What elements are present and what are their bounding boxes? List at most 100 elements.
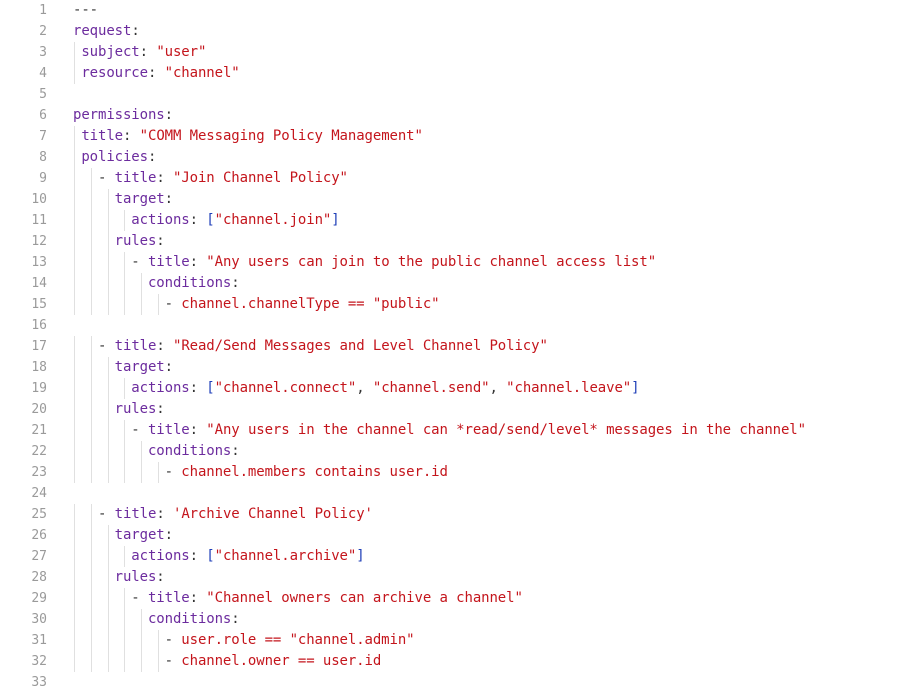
code-text: - title: "Any users can join to the publ… (73, 252, 656, 273)
line-number: 3 (39, 45, 47, 60)
code-line[interactable]: 30 conditions: (0, 609, 910, 630)
code-line[interactable]: 19 actions: ["channel.connect", "channel… (0, 378, 910, 399)
indent-guide (74, 588, 75, 609)
code-token: ] (331, 212, 340, 228)
code-line[interactable]: 22 conditions: (0, 441, 910, 462)
code-text: - title: 'Archive Channel Policy' (73, 504, 373, 525)
code-token: title (73, 128, 123, 144)
code-text: resource: "channel" (73, 63, 239, 84)
line-number: 10 (31, 192, 47, 207)
code-token: "user" (156, 44, 207, 60)
code-token: : (156, 569, 165, 585)
line-number: 8 (39, 150, 47, 165)
code-token: : (189, 254, 207, 270)
code-line[interactable]: 10 target: (0, 189, 910, 210)
code-line[interactable]: 18 target: (0, 357, 910, 378)
code-token: : (231, 611, 240, 627)
indent-guide (141, 630, 143, 651)
code-line[interactable]: 28 rules: (0, 567, 910, 588)
code-token: : (164, 191, 173, 207)
code-line[interactable]: 15 - channel.channelType == "public" (0, 294, 910, 315)
code-line[interactable]: 9 - title: "Join Channel Policy" (0, 168, 910, 189)
line-number: 18 (31, 360, 47, 375)
indent-guide (107, 609, 109, 630)
line-number: 23 (31, 465, 47, 480)
indent-guide (74, 567, 75, 588)
code-line[interactable]: 7 title: "COMM Messaging Policy Manageme… (0, 126, 910, 147)
code-line[interactable]: 14 conditions: (0, 273, 910, 294)
code-text: actions: ["channel.archive"] (73, 546, 365, 567)
indent-guide (90, 168, 92, 189)
code-line[interactable]: 2 request: (0, 21, 910, 42)
code-token: title (114, 338, 157, 354)
code-token: : (147, 149, 157, 165)
code-line[interactable]: 23 - channel.members contains user.id (0, 462, 910, 483)
code-line[interactable]: 21 - title: "Any users in the channel ca… (0, 420, 910, 441)
indent-guide (107, 525, 109, 546)
code-line[interactable]: 3 subject: "user" (0, 42, 910, 63)
indent-guide (158, 651, 159, 672)
indent-guide (124, 630, 126, 651)
code-token: "channel.send" (372, 380, 490, 396)
code-line[interactable]: 1--- (0, 0, 910, 21)
code-line[interactable]: 11 actions: ["channel.join"] (0, 210, 910, 231)
code-text: permissions: (73, 105, 173, 126)
indent-guide (124, 210, 126, 231)
code-token: ] (356, 548, 365, 564)
indent-guide (124, 441, 126, 462)
code-token: 'Archive Channel Policy' (172, 506, 373, 522)
indent-guide (107, 189, 109, 210)
indent-guide (74, 147, 75, 168)
indent-guide (107, 546, 109, 567)
indent-guide (90, 420, 92, 441)
code-text: request: (73, 21, 140, 42)
indent-guide (90, 231, 92, 252)
code-line[interactable]: 27 actions: ["channel.archive"] (0, 546, 910, 567)
code-text: - title: "Channel owners can archive a c… (73, 588, 523, 609)
code-token: : (131, 23, 140, 39)
code-line[interactable]: 13 - title: "Any users can join to the p… (0, 252, 910, 273)
code-line[interactable]: 26 target: (0, 525, 910, 546)
code-line[interactable]: 32 - channel.owner == user.id (0, 651, 910, 672)
code-line[interactable]: 4 resource: "channel" (0, 63, 910, 84)
code-line[interactable]: 29 - title: "Channel owners can archive … (0, 588, 910, 609)
code-text: - channel.members contains user.id (73, 462, 448, 483)
indent-guide (74, 210, 75, 231)
code-text: rules: (73, 231, 165, 252)
indent-guide (124, 294, 126, 315)
code-line[interactable]: 25 - title: 'Archive Channel Policy' (0, 504, 910, 525)
code-line[interactable]: 5 (0, 84, 910, 105)
code-token: [ (206, 548, 215, 564)
indent-guide (124, 462, 126, 483)
indent-guide (107, 210, 109, 231)
code-token: rules (73, 233, 157, 249)
line-number: 25 (31, 507, 47, 522)
code-line[interactable]: 24 (0, 483, 910, 504)
code-line[interactable]: 20 rules: (0, 399, 910, 420)
code-line[interactable]: 12 rules: (0, 231, 910, 252)
line-number: 2 (39, 24, 47, 39)
code-token: channel.members contains user.id (181, 464, 448, 480)
code-token: title (147, 422, 190, 438)
code-token: rules (73, 569, 157, 585)
code-token: - (73, 653, 182, 669)
indent-guide (107, 462, 109, 483)
code-line[interactable]: 8 policies: (0, 147, 910, 168)
code-line[interactable]: 16 (0, 315, 910, 336)
code-token: - (73, 632, 182, 648)
code-token: "Read/Send Messages and Level Channel Po… (172, 338, 548, 354)
line-number: 21 (31, 423, 47, 438)
code-line[interactable]: 17 - title: "Read/Send Messages and Leve… (0, 336, 910, 357)
code-text: - title: "Read/Send Messages and Level C… (73, 336, 548, 357)
code-token: , (356, 380, 373, 396)
code-token: channel.owner == user.id (181, 653, 382, 669)
code-line[interactable]: 31 - user.role == "channel.admin" (0, 630, 910, 651)
code-line[interactable]: 33 (0, 672, 910, 693)
code-text: - title: "Join Channel Policy" (73, 168, 348, 189)
code-token: : (189, 380, 207, 396)
code-token: - (73, 464, 182, 480)
code-token: actions (73, 212, 190, 228)
indent-guide (90, 336, 92, 357)
